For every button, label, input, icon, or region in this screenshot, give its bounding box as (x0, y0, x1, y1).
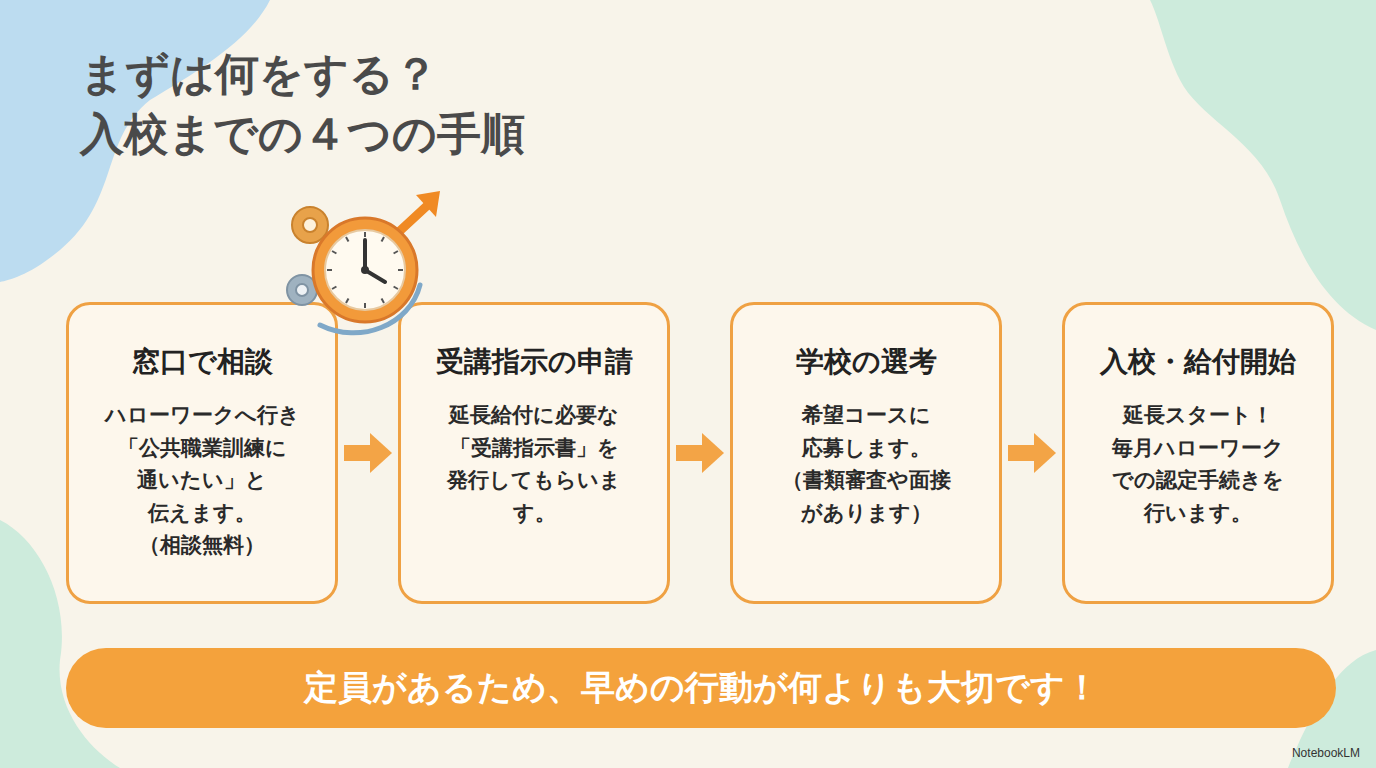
clock-face (325, 230, 405, 310)
clock-pin (361, 266, 369, 274)
slide-title: まずは何をする？ 入校までの４つの手順 (80, 44, 700, 164)
step-description: ハローワークへ行き 「公共職業訓練に 通いたい」と 伝えます。 （相談無料） (95, 399, 310, 562)
notice-band: 定員があるため、早めの行動が何よりも大切です！ (66, 648, 1336, 728)
clock-hands (365, 240, 385, 282)
clock-ticks (327, 232, 403, 308)
flow-arrow (676, 445, 702, 461)
step-heading: 定員があるため、早めの行動が何よりも大切です！ (304, 665, 1099, 711)
clock-icon (270, 185, 450, 350)
flow-arrow (344, 445, 370, 461)
step-description: 延長給付に必要な 「受講指示書」を 発行してもらいま す。 (427, 399, 642, 529)
step-heading: 入校・給付開始 (1100, 343, 1296, 381)
step-description: 希望コースに 応募します。 （書類審査や面接 があります） (759, 399, 974, 529)
step-box: 受講指示の申請延長給付に必要な 「受講指示書」を 発行してもらいま す。 (398, 302, 670, 604)
step-box: 入校・給付開始延長スタート！ 毎月ハローワーク での認定手続きを 行います。 (1062, 302, 1334, 604)
green-blob (1150, 0, 1376, 330)
step-description: 延長スタート！ 毎月ハローワーク での認定手続きを 行います。 (1091, 399, 1306, 529)
step-heading: 窓口で相談 (132, 343, 273, 381)
step-heading: 受講指示の申請 (436, 343, 633, 381)
flow-arrow (1008, 445, 1034, 461)
clock-rim (313, 218, 417, 322)
step-box: 学校の選考希望コースに 応募します。 （書類審査や面接 があります） (730, 302, 1002, 604)
step-heading: 学校の選考 (796, 343, 937, 381)
arrow-head (416, 191, 440, 217)
watermark: NotebookLM (1292, 746, 1360, 760)
step-box: 窓口で相談ハローワークへ行き 「公共職業訓練に 通いたい」と 伝えます。 （相談… (66, 302, 338, 604)
